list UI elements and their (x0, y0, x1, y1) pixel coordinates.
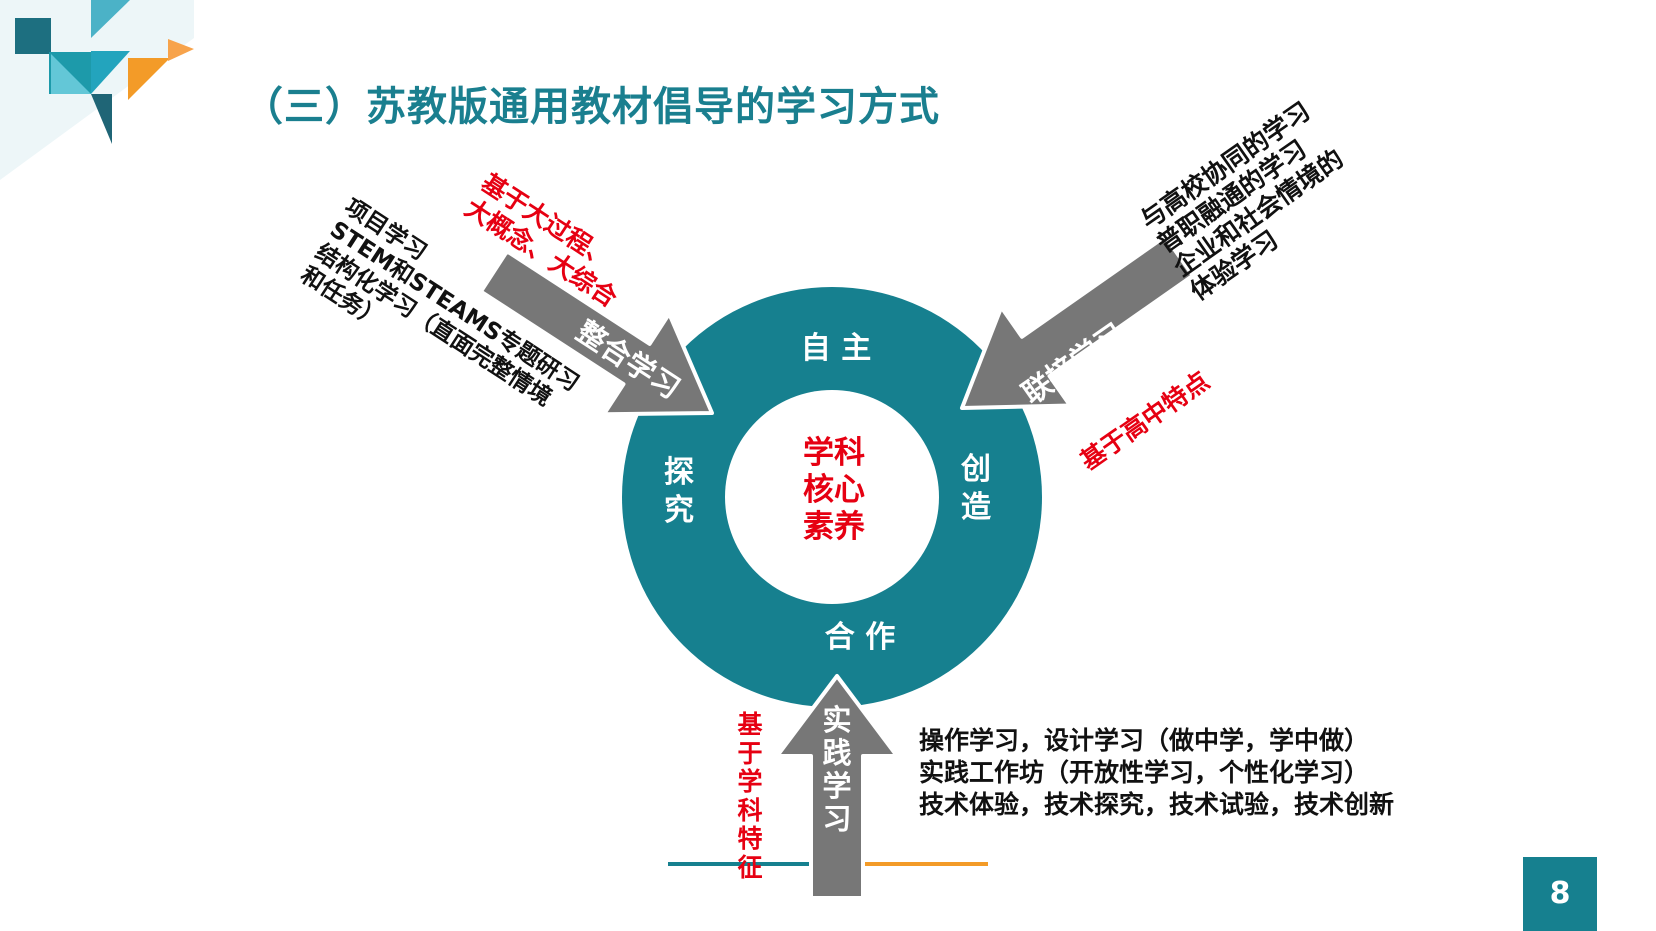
core-literacy-line3: 素养 (803, 509, 865, 546)
practice-item-3: 技术体验，技术探究，技术试验，技术创新 (919, 790, 1395, 819)
practice-learning-items: 操作学习，设计学习（做中学，学中做） 实践工作坊（开放性学习，个性化学习） 技术… (919, 725, 1394, 821)
inner-white-circle (725, 390, 939, 604)
corner-dark-triangle (91, 94, 112, 144)
corner-orange-triangle-small (168, 39, 194, 61)
ring-label-inquiry-line2: 究 (664, 492, 694, 528)
ring-label-inquiry-line1: 探 (664, 455, 694, 490)
ring-label-inquiry: 探 究 (659, 454, 699, 529)
ring-label-creation-line2: 造 (961, 489, 991, 525)
ring-label-creation-line1: 创 (961, 452, 991, 487)
corner-cyan-triangle (51, 54, 91, 94)
corner-blue-triangle (91, 51, 130, 94)
ring-label-cooperation: 合 作 (824, 620, 896, 655)
practice-item-1: 操作学习，设计学习（做中学，学中做） (919, 726, 1370, 755)
corner-orange-triangle-large (128, 58, 170, 100)
core-literacy-text: 学科 核心 素养 (772, 435, 896, 547)
connected-learning-arrow (960, 234, 1195, 410)
corner-teal-square-small (15, 18, 51, 54)
core-literacy-line2: 核心 (803, 472, 865, 509)
integrated-learning-arrow (478, 249, 714, 417)
core-literacy-line1: 学科 (803, 435, 865, 471)
practice-learning-basis: 基于学科特征 (737, 710, 763, 882)
corner-light-blue-triangle (91, 0, 130, 38)
corner-decoration (0, 0, 194, 180)
practice-item-2: 实践工作坊（开放性学习，个性化学习） (919, 758, 1370, 787)
page-number: 8 (1523, 857, 1597, 931)
page-title: （三）苏教版通用教材倡导的学习方式 (243, 84, 940, 130)
practice-learning-label: 实践学习 (822, 703, 852, 837)
core-literacy-ring (622, 287, 1042, 707)
practice-learning-arrow (775, 674, 899, 900)
ring-label-autonomy: 自 主 (800, 331, 872, 366)
ring-label-creation: 创 造 (956, 451, 996, 526)
